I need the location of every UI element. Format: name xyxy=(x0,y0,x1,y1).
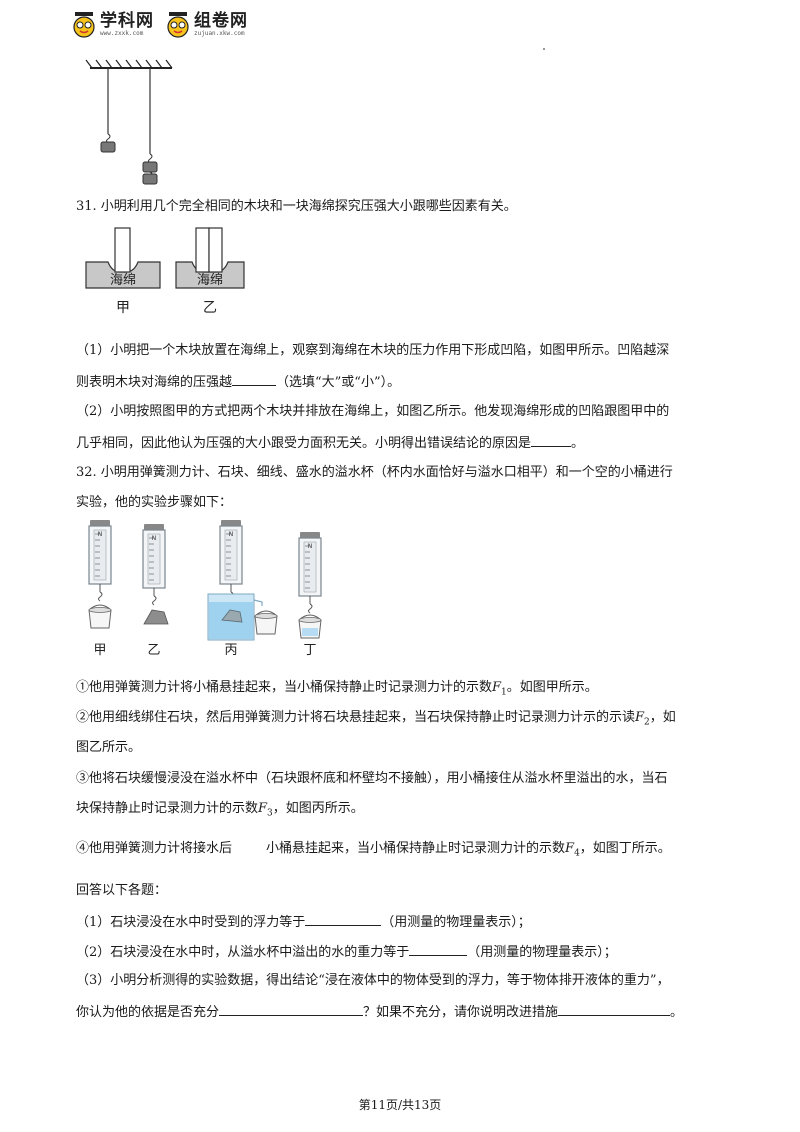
q31-stem: 31. 小明利用几个完全相同的木块和一块海绵探究压强大小跟哪些因素有关。 xyxy=(76,199,517,214)
page-number: 第11页/共13页 xyxy=(358,1098,442,1112)
unit-label: N xyxy=(229,531,234,538)
unit-label: N xyxy=(152,535,157,542)
text: ？如果不充分，请你说明改进措施 xyxy=(363,1005,559,1020)
logo-zxxk: 学科网 www.zxxk.com xyxy=(72,12,154,38)
text: 。 xyxy=(670,1005,684,1020)
hanging-weights-figure xyxy=(85,59,173,185)
text: ②他用细线绑住石块，然后用弹簧测力计将石块悬挂起来，当石块保持静止时记录测力计示… xyxy=(76,710,636,725)
sponge-figure: 海绵 甲 海绵 乙 xyxy=(85,227,245,316)
text: （2）石块浸没在水中时，从溢水杯中溢出的水的重力等于 xyxy=(76,945,410,960)
figure-caption: 丙 xyxy=(224,643,237,658)
spring-scale-figure: N 甲 N 乙 N 丙 N 丁 xyxy=(88,520,322,658)
answer-blank[interactable] xyxy=(305,912,382,926)
text: 你认为他的依据是否充分 xyxy=(76,1005,220,1020)
q31-part1-line1: （1）小明把一个木块放置在海绵上，观察到海绵在木块的压力作用下形成凹陷，如图甲所… xyxy=(76,343,670,358)
sponge-label: 海绵 xyxy=(197,273,223,288)
var: F xyxy=(635,710,645,725)
var: F xyxy=(258,801,268,816)
answer-2: （2）石块浸没在水中时，从溢水杯中溢出的水的重力等于 （用测量的物理量表示）； xyxy=(76,942,617,962)
text: 几乎相同，因此他认为压强的大小跟受力面积无关。小明得出错误结论的原因是 xyxy=(76,436,532,451)
answer-blank[interactable] xyxy=(409,942,468,956)
q32-step3-line1: ③他将石块缓慢浸没在溢水杯中（石块跟杯底和杯壁均不接触），用小桶接住从溢水杯里溢… xyxy=(76,771,668,786)
unit-label: N xyxy=(98,531,103,538)
figure-caption: 甲 xyxy=(93,643,106,658)
answer-3-line2: 你认为他的依据是否充分 ？如果不充分，请你说明改进措施 。 xyxy=(76,1002,683,1022)
text: ，如图丁所示。 xyxy=(579,841,671,856)
q31-part2-line2: 几乎相同，因此他认为压强的大小跟受力面积无关。小明得出错误结论的原因是 。 xyxy=(76,433,584,453)
var: F xyxy=(492,680,502,695)
q32-step1: ①他用弹簧测力计将小桶悬挂起来，当小桶保持静止时记录测力计的示数F1。如图甲所示… xyxy=(76,679,598,702)
text: 。如图甲所示。 xyxy=(506,680,598,695)
figure-caption: 乙 xyxy=(147,643,160,658)
figure-caption: 甲 xyxy=(116,300,130,316)
stray-dot xyxy=(543,48,545,50)
logo-url: www.zxxk.com xyxy=(100,30,144,37)
figure-caption: 丁 xyxy=(303,643,316,658)
answer-blank[interactable] xyxy=(219,1002,364,1016)
text: ①他用弹簧测力计将小桶悬挂起来，当小桶保持静止时记录测力计的示数 xyxy=(76,680,493,695)
answer-1: （1）石块浸没在水中时受到的浮力等于 （用测量的物理量表示）； xyxy=(76,912,531,932)
q32-stem-line1: 32. 小明用弹簧测力计、石块、细线、盛水的溢水杯（杯内水面恰好与溢水口相平）和… xyxy=(76,465,673,480)
text: 。 xyxy=(571,436,585,451)
subscript: 1 xyxy=(501,687,507,698)
subscript: 4 xyxy=(574,848,580,859)
header-logos: 学科网 www.zxxk.com 组卷网 zujuan.xkw.com xyxy=(72,12,248,46)
answer-3-line1: （3）小明分析测得的实验数据，得出结论“浸在液体中的物体受到的浮力，等于物体排开… xyxy=(76,973,670,988)
q32-step3-line2: 块保持静止时记录测力计的示数F3，如图丙所示。 xyxy=(76,800,364,823)
answer-blank[interactable] xyxy=(558,1002,671,1016)
logo-zujuan: 组卷网 zujuan.xkw.com xyxy=(166,12,248,38)
text: （1）石块浸没在水中时受到的浮力等于 xyxy=(76,915,306,930)
subscript: 3 xyxy=(267,808,273,819)
text: （用测量的物理量表示）； xyxy=(467,945,617,960)
text: （选填“大”或“小”）。 xyxy=(276,375,401,390)
q31-part2-line1: （2）小明按照图甲的方式把两个木块并排放在海绵上，如图乙所示。他发现海绵形成的凹… xyxy=(76,404,670,419)
var: F xyxy=(565,841,575,856)
mascot-icon xyxy=(167,12,189,38)
q31-part1-line2: 则表明木块对海绵的压强越 （选填“大”或“小”）。 xyxy=(76,372,400,392)
mascot-icon xyxy=(73,12,95,38)
q32-step2-line1: ②他用细线绑住石块，然后用弹簧测力计将石块悬挂起来，当石块保持静止时记录测力计示… xyxy=(76,709,676,732)
figure-caption: 乙 xyxy=(203,300,217,316)
subscript: 2 xyxy=(644,717,650,728)
text: ，如 xyxy=(649,710,676,725)
logo-name: 学科网 xyxy=(100,11,154,31)
logo-url: zujuan.xkw.com xyxy=(194,30,245,37)
text: ④他用弹簧测力计将接水后 xyxy=(76,841,233,856)
answer-blank[interactable] xyxy=(531,433,572,447)
text: 块保持静止时记录测力计的示数 xyxy=(76,801,259,816)
answer-intro: 回答以下各题： xyxy=(76,883,168,898)
sponge-label: 海绵 xyxy=(110,273,136,288)
text: （用测量的物理量表示）； xyxy=(381,915,531,930)
text: 小桶悬挂起来，当小桶保持静止时记录测力计的示数 xyxy=(266,841,566,856)
q32-step4: ④他用弹簧测力计将接水后 小桶悬挂起来，当小桶保持静止时记录测力计的示数F4，如图… xyxy=(76,840,671,863)
text: 则表明木块对海绵的压强越 xyxy=(76,375,233,390)
q32-stem-line2: 实验，他的实验步骤如下： xyxy=(76,495,233,510)
q32-step2-line2: 图乙所示。 xyxy=(76,740,142,755)
text: ，如图丙所示。 xyxy=(272,801,364,816)
unit-label: N xyxy=(308,543,313,550)
answer-blank[interactable] xyxy=(232,372,277,386)
logo-name: 组卷网 xyxy=(194,11,248,31)
